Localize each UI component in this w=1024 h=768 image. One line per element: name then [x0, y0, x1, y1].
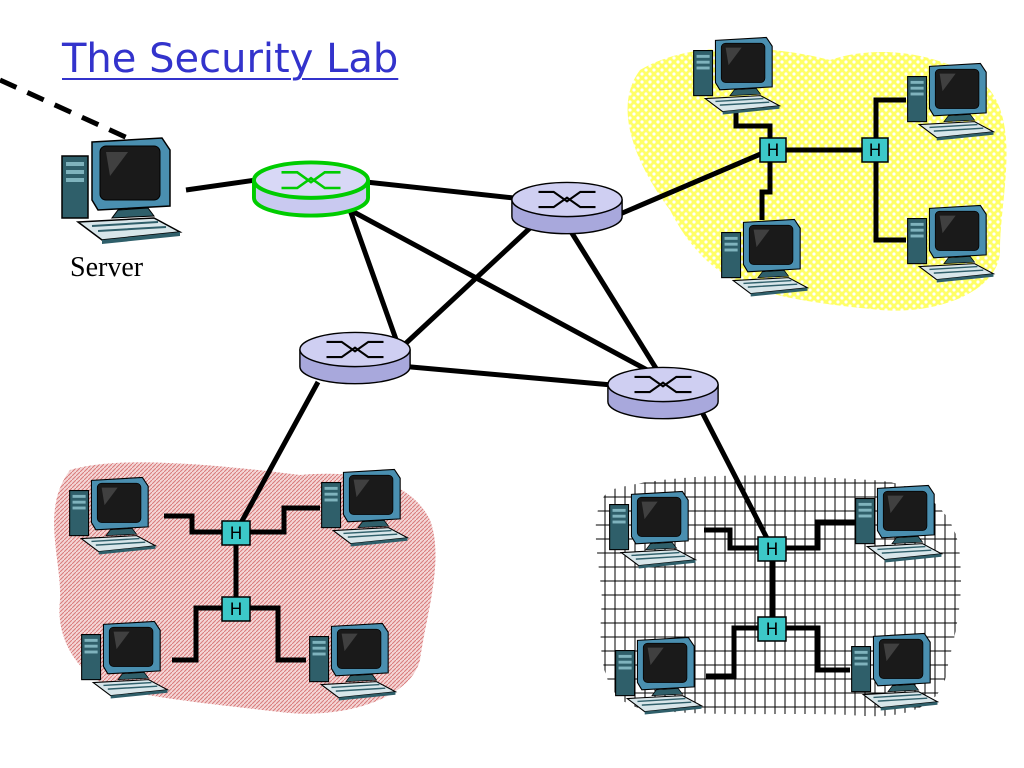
hub-label: H: [766, 620, 779, 640]
hub-label: H: [767, 141, 780, 161]
backbone-links: [185, 147, 775, 550]
hub-label: H: [230, 600, 243, 620]
server-label: Server: [70, 252, 144, 283]
title-link[interactable]: The Security Lab: [62, 36, 399, 82]
external-link-dashed: [0, 77, 134, 143]
router-icon-right[interactable]: [606, 366, 720, 420]
hub-label: H: [869, 141, 882, 161]
hub-icon-tr-1[interactable]: H: [759, 137, 787, 163]
lan-wiring-bottom-left: [164, 505, 320, 663]
hub-icon-br-1[interactable]: H: [757, 536, 787, 562]
lan-wiring-top-right: [733, 97, 906, 243]
hub-icon-bl-1[interactable]: H: [221, 520, 251, 546]
computer-icon-server[interactable]: [61, 137, 181, 245]
hub-icon-bl-2[interactable]: H: [221, 596, 251, 622]
hub-icon-br-2[interactable]: H: [757, 616, 787, 642]
hub-label: H: [766, 540, 779, 560]
hub-label: H: [230, 524, 243, 544]
router-icon-gateway[interactable]: [252, 160, 370, 218]
hub-icon-tr-2[interactable]: H: [861, 137, 889, 163]
router-icon-middle[interactable]: [298, 331, 412, 385]
router-icon-top[interactable]: [510, 181, 624, 235]
